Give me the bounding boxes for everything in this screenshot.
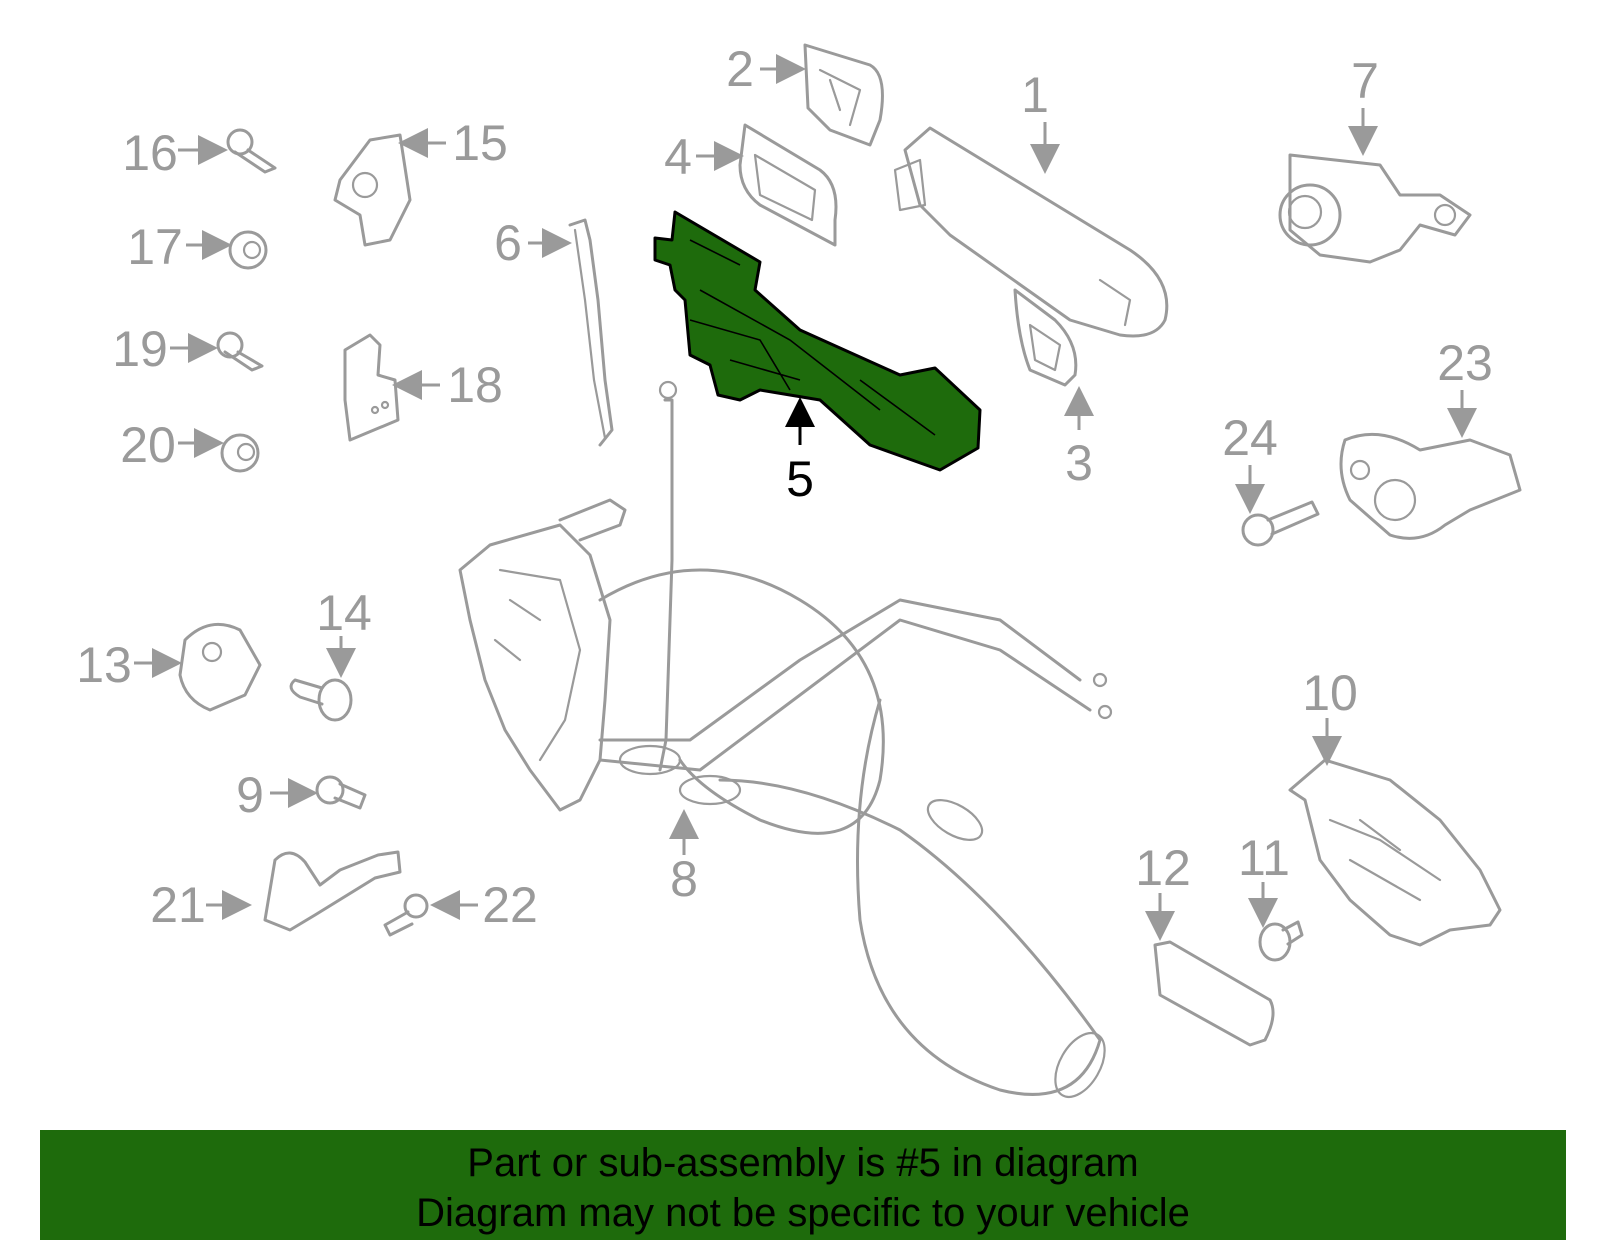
banner-line-1: Part or sub-assembly is #5 in diagram bbox=[467, 1141, 1139, 1185]
callout-8: 8 bbox=[669, 809, 699, 907]
part-5-handle-bracket bbox=[653, 210, 982, 472]
svg-text:22: 22 bbox=[482, 877, 538, 933]
info-banner: Part or sub-assembly is #5 in diagram Di… bbox=[40, 1130, 1566, 1240]
part-11-clip bbox=[1258, 920, 1304, 962]
part-17-nut bbox=[228, 230, 268, 270]
callout-16: 16 bbox=[122, 125, 228, 181]
callout-10: 10 bbox=[1302, 665, 1358, 766]
svg-text:15: 15 bbox=[452, 115, 508, 171]
part-16-clip bbox=[226, 128, 277, 174]
callout-4: 4 bbox=[664, 129, 744, 185]
part-14-clip bbox=[289, 678, 353, 722]
part-6-rod bbox=[568, 218, 614, 447]
part-23-striker bbox=[1339, 432, 1522, 540]
svg-text:1: 1 bbox=[1021, 67, 1049, 123]
svg-text:7: 7 bbox=[1351, 53, 1379, 109]
svg-text:10: 10 bbox=[1302, 665, 1358, 721]
part-10-inner-handle bbox=[1288, 758, 1502, 947]
callout-14: 14 bbox=[316, 585, 372, 678]
part-24-bolt bbox=[1241, 500, 1320, 547]
callout-18: 18 bbox=[392, 357, 503, 413]
callout-5: 5 bbox=[785, 397, 815, 507]
svg-text:3: 3 bbox=[1065, 435, 1093, 491]
svg-text:12: 12 bbox=[1135, 840, 1191, 896]
callout-7: 7 bbox=[1348, 53, 1379, 156]
part-18-bracket bbox=[343, 333, 400, 442]
callout-9: 9 bbox=[236, 767, 318, 823]
svg-text:14: 14 bbox=[316, 585, 372, 641]
part-3-gasket bbox=[1013, 288, 1078, 387]
part-22-screw bbox=[383, 893, 429, 937]
callout-21: 21 bbox=[150, 877, 252, 933]
callout-3: 3 bbox=[1064, 386, 1094, 491]
svg-text:13: 13 bbox=[76, 637, 132, 693]
svg-text:24: 24 bbox=[1222, 410, 1278, 466]
banner-line-2: Diagram may not be specific to your vehi… bbox=[416, 1191, 1190, 1235]
callout-6: 6 bbox=[494, 215, 572, 271]
callout-20: 20 bbox=[120, 417, 224, 473]
part-13-striker-plate bbox=[178, 622, 262, 712]
svg-text:4: 4 bbox=[664, 129, 692, 185]
svg-text:23: 23 bbox=[1437, 335, 1493, 391]
svg-text:16: 16 bbox=[122, 125, 178, 181]
callout-23: 23 bbox=[1437, 335, 1493, 438]
svg-text:21: 21 bbox=[150, 877, 206, 933]
part-19-clip bbox=[216, 331, 264, 372]
callout-19: 19 bbox=[112, 321, 218, 377]
part-7-lock-cylinder bbox=[1278, 153, 1472, 264]
part-20-nut bbox=[220, 433, 260, 473]
svg-text:19: 19 bbox=[112, 321, 168, 377]
svg-text:6: 6 bbox=[494, 215, 522, 271]
svg-text:20: 20 bbox=[120, 417, 176, 473]
svg-text:18: 18 bbox=[447, 357, 503, 413]
svg-text:9: 9 bbox=[236, 767, 264, 823]
svg-text:17: 17 bbox=[127, 219, 183, 275]
part-12-cover bbox=[1153, 940, 1275, 1047]
svg-text:11: 11 bbox=[1238, 830, 1290, 886]
part-21-hinge-pin bbox=[263, 850, 402, 932]
callout-1: 1 bbox=[1021, 67, 1060, 174]
callout-11: 11 bbox=[1238, 830, 1290, 928]
part-8-latch-cables bbox=[458, 380, 1113, 1099]
callout-12: 12 bbox=[1135, 840, 1191, 941]
part-1-outer-handle bbox=[893, 126, 1169, 338]
callout-17: 17 bbox=[127, 219, 232, 275]
callout-13: 13 bbox=[76, 637, 182, 693]
callout-2: 2 bbox=[726, 41, 806, 97]
callout-24: 24 bbox=[1222, 410, 1278, 514]
callout-15: 15 bbox=[398, 115, 508, 171]
svg-text:2: 2 bbox=[726, 41, 754, 97]
part-15-bracket bbox=[333, 133, 412, 247]
part-9-screw bbox=[315, 775, 367, 810]
svg-text:8: 8 bbox=[670, 851, 698, 907]
svg-text:5: 5 bbox=[786, 451, 814, 507]
callout-22: 22 bbox=[430, 877, 538, 933]
part-2-cap bbox=[803, 43, 884, 147]
part-4-gasket bbox=[738, 123, 838, 247]
